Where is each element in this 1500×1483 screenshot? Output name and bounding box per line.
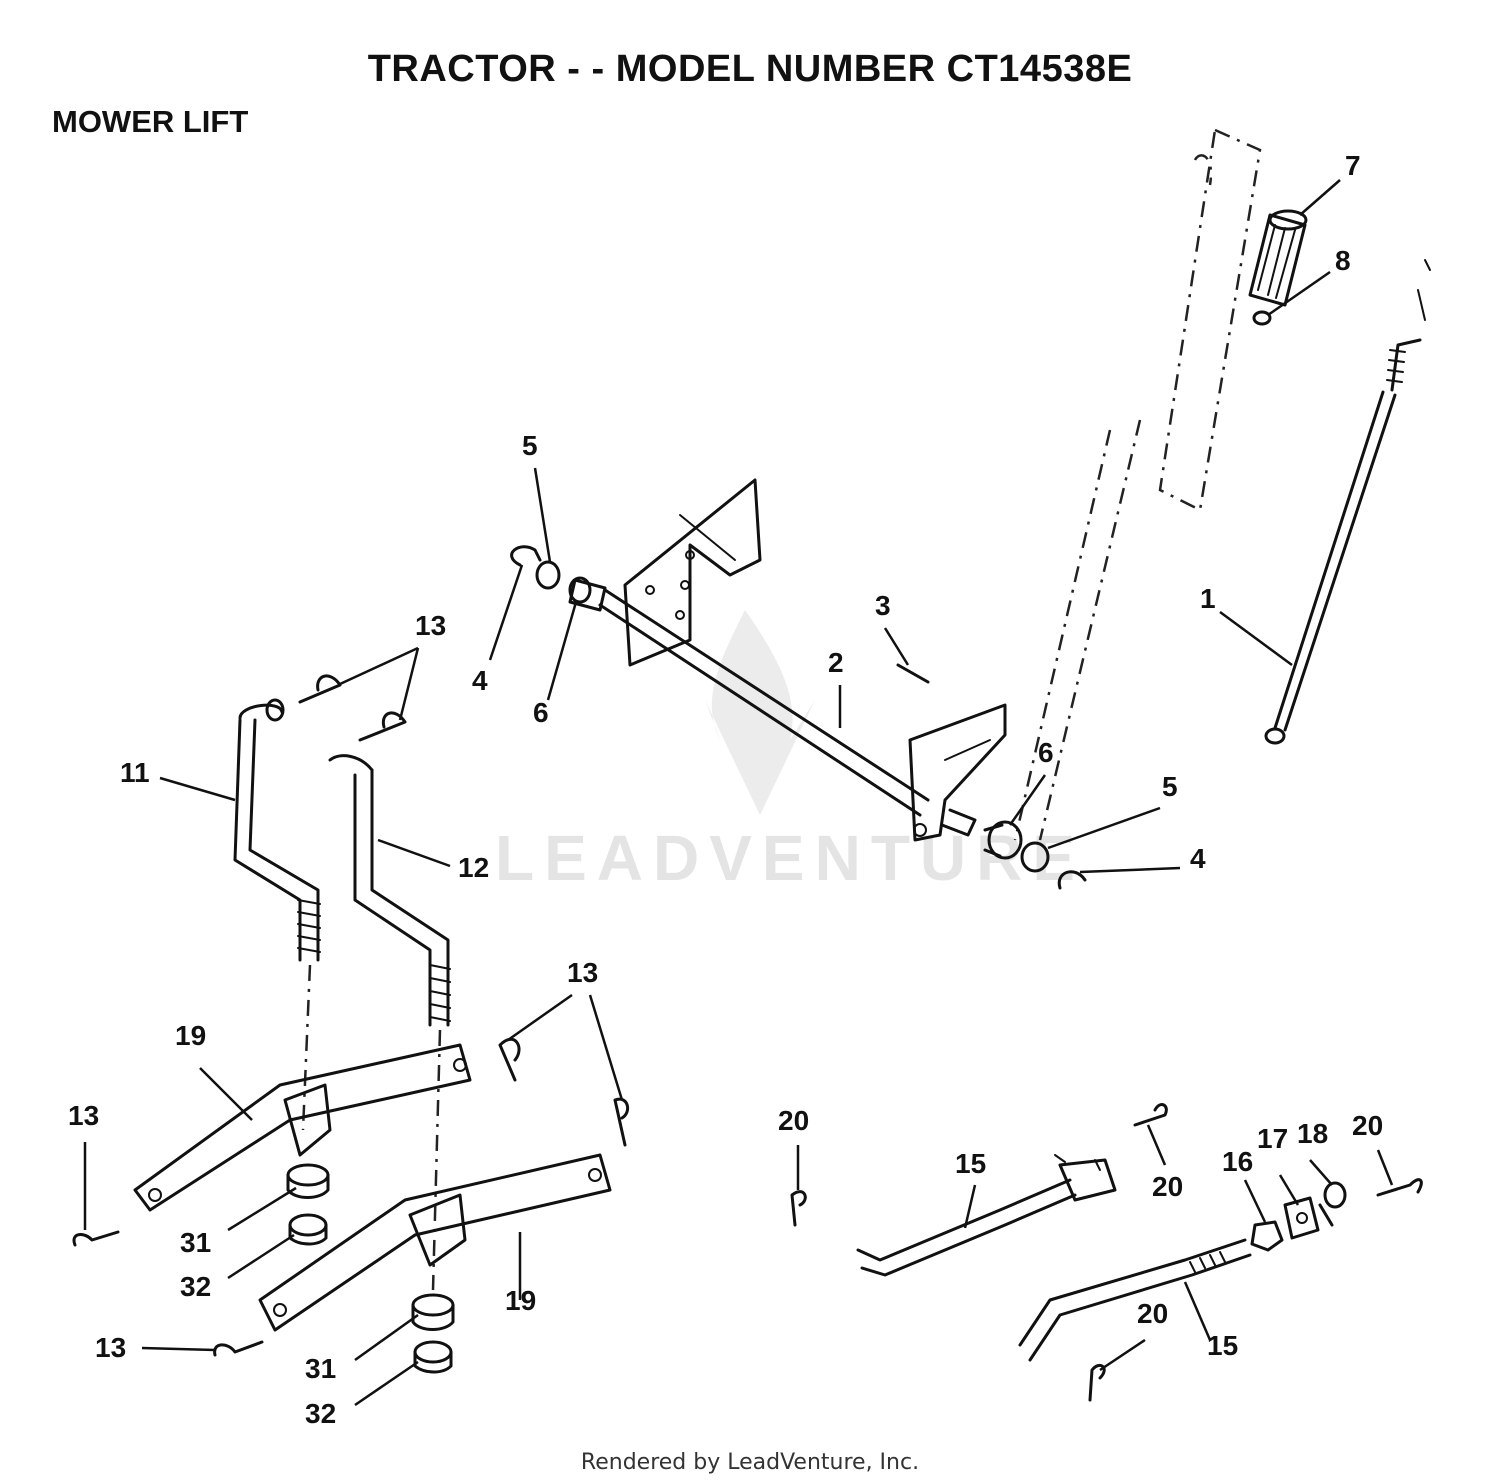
callout-13-bottom: 13 xyxy=(95,1332,126,1363)
callout-2: 2 xyxy=(828,647,844,678)
callout-32-lower: 32 xyxy=(305,1398,336,1429)
lift-arm-upper xyxy=(133,1043,472,1212)
lift-link-left xyxy=(233,698,321,962)
callout-13-left: 13 xyxy=(68,1100,99,1131)
callout-19-lower: 19 xyxy=(505,1285,536,1316)
watermark-text: LEADVENTURE xyxy=(495,822,1085,894)
hair-pin-upper-b xyxy=(358,711,407,742)
callout-8: 8 xyxy=(1335,245,1351,276)
hair-pin-far-left xyxy=(72,1230,120,1247)
callout-31-upper: 31 xyxy=(180,1227,211,1258)
tractor-frame-outline xyxy=(1013,128,1262,841)
bushing-right xyxy=(983,820,1023,860)
callout-5-left: 5 xyxy=(522,430,538,461)
callout-20-right: 20 xyxy=(1352,1110,1383,1141)
cotter-pin-a xyxy=(790,1190,807,1227)
callout-13-top: 13 xyxy=(415,610,446,641)
callout-31-lower: 31 xyxy=(305,1353,336,1384)
callout-20-bottom: 20 xyxy=(1137,1298,1168,1329)
adjustment-rod-lower xyxy=(1018,1238,1252,1362)
lift-rod xyxy=(1264,259,1431,745)
hair-pin-upper-a xyxy=(298,674,342,704)
alignment-line-right xyxy=(431,1029,442,1291)
cotter-pin-c xyxy=(1376,1178,1423,1197)
callout-12: 12 xyxy=(458,852,489,883)
shoulder-bolt xyxy=(1318,1181,1347,1227)
callout-17: 17 xyxy=(1257,1123,1288,1154)
section-title: MOWER LIFT xyxy=(52,104,249,139)
callout-4-right: 4 xyxy=(1190,843,1206,874)
mount-bracket xyxy=(623,478,762,667)
callout-18: 18 xyxy=(1297,1118,1328,1149)
adjuster-block xyxy=(1283,1196,1320,1240)
callout-15-upper: 15 xyxy=(955,1148,986,1179)
callout-6-right: 6 xyxy=(1038,737,1054,768)
grommet-upper xyxy=(286,1163,330,1199)
lift-link-right xyxy=(328,754,451,1027)
callout-7: 7 xyxy=(1345,150,1361,181)
callout-labels: 7 8 1 2 3 5 4 6 6 5 4 13 11 12 19 13 13 … xyxy=(68,150,1383,1429)
washer-left xyxy=(535,560,561,590)
nut-upper xyxy=(288,1213,328,1246)
callout-19-upper: 19 xyxy=(175,1020,206,1051)
footer-credit: Rendered by LeadVenture, Inc. xyxy=(580,1450,920,1475)
alignment-line-left xyxy=(301,964,312,1131)
washer-right xyxy=(1020,841,1050,873)
adjustment-rod-upper xyxy=(856,1154,1117,1277)
callout-11: 11 xyxy=(120,757,150,788)
hair-pin-mid-left xyxy=(498,1037,521,1082)
callout-20-left: 20 xyxy=(778,1105,809,1136)
callout-13-mid: 13 xyxy=(567,957,598,988)
callout-1: 1 xyxy=(1200,583,1216,614)
cross-shaft xyxy=(598,588,1007,842)
callout-20-mid: 20 xyxy=(1152,1171,1183,1202)
watermark-logo xyxy=(705,610,815,815)
hair-pin-mid-right xyxy=(613,1097,630,1147)
callout-16: 16 xyxy=(1222,1146,1253,1177)
cotter-pin xyxy=(896,663,930,684)
bushing-left xyxy=(568,576,607,612)
grip-washer xyxy=(1252,310,1272,326)
callout-4-left: 4 xyxy=(472,665,488,696)
callout-15-lower: 15 xyxy=(1207,1330,1238,1361)
cotter-pin-d xyxy=(1088,1364,1106,1402)
callout-32-upper: 32 xyxy=(180,1271,211,1302)
callout-6-left: 6 xyxy=(533,697,549,728)
grommet-lower xyxy=(411,1293,455,1331)
handle-grip xyxy=(1248,209,1308,307)
nut-lower xyxy=(413,1340,453,1374)
hex-nut xyxy=(1250,1220,1284,1252)
hair-pin-bottom-left xyxy=(213,1340,264,1357)
page-title: TRACTOR - - MODEL NUMBER CT14538E xyxy=(367,48,1133,90)
retainer-clip-right xyxy=(1057,870,1087,890)
cotter-pin-b xyxy=(1133,1103,1168,1127)
retainer-clip-left xyxy=(510,545,542,567)
lift-arm-lower xyxy=(258,1153,612,1332)
callout-5-right: 5 xyxy=(1162,771,1178,802)
leader-lines xyxy=(83,179,1394,1407)
callout-3: 3 xyxy=(875,590,891,621)
